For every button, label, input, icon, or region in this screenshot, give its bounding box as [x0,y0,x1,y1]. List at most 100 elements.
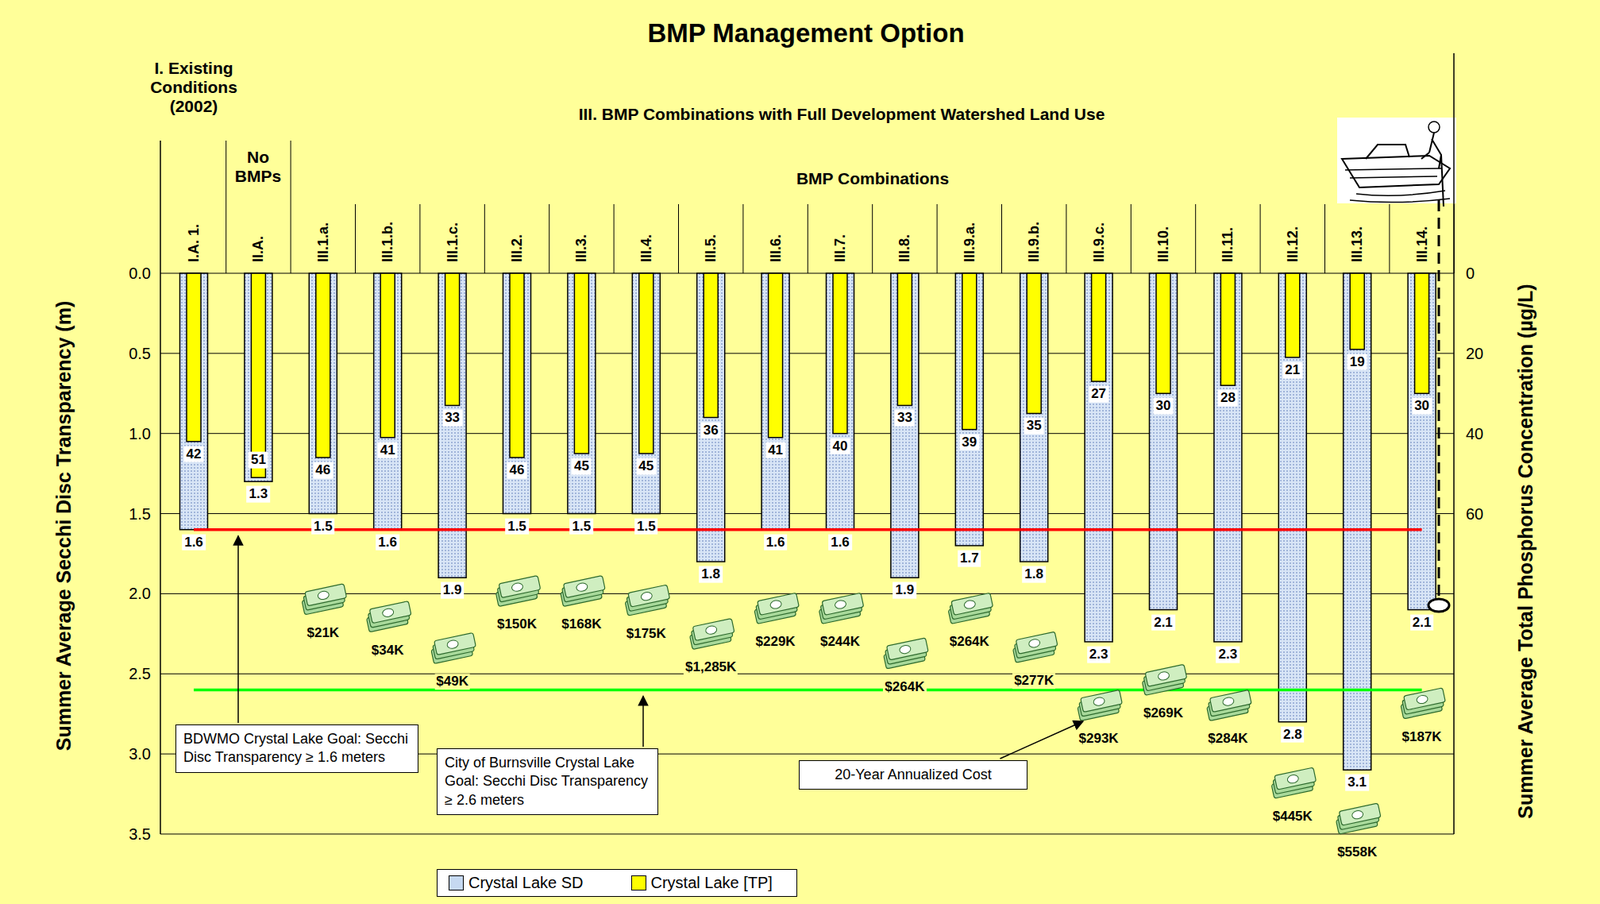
sd-bar [567,273,596,514]
tp-bar [897,273,912,405]
boat-ground [1337,117,1457,204]
cost-label: $277K [1012,672,1056,689]
bill-seal [316,589,330,601]
bill-seal [446,639,459,650]
column-id: III.3. [573,234,590,263]
column-id: III.4. [637,234,655,263]
bill-seal [963,599,976,610]
bill-seal [575,582,589,593]
legend-text: Crystal Lake [TP] [651,873,773,892]
tp-bar [962,273,977,430]
tp-value: 45 [571,458,592,475]
cost-label: $21K [304,624,341,641]
sd-bar [632,273,660,514]
cost-label: $244K [818,633,862,650]
money-icon [493,575,543,607]
sd-value: 1.6 [181,533,206,551]
legend-swatch [631,875,647,891]
bill [434,632,477,655]
leader-arrow [237,535,240,723]
legend-swatch [448,875,464,891]
cost-label: $284K [1206,731,1250,748]
cost-label: $293K [1077,731,1121,748]
column-id: III.8. [896,234,914,263]
tp-value: 36 [701,421,721,439]
column-id: III.1.b. [379,221,397,263]
tick-label: 0.5 [128,343,151,363]
bill-seal [1286,773,1300,784]
callout-text: City of Burnsville Crystal Lake Goal: Se… [444,753,651,810]
sd-bar [438,273,467,578]
bill [498,575,541,598]
cost-label: $269K [1141,705,1185,721]
tp-bar [639,273,654,454]
sd-bar [890,273,919,578]
money-icon [817,592,866,624]
bars [180,273,1437,770]
bill-seal [1415,693,1429,705]
legend-item: Crystal Lake [TP] [631,873,773,892]
legend: Crystal Lake SD Crystal Lake [TP] [436,868,798,897]
gridline [160,352,1454,354]
tick-label: 3.5 [128,824,151,843]
bill [1274,767,1317,790]
money-icon [1399,687,1448,719]
sd-bar [761,273,790,530]
bill [757,592,800,615]
column-divider [1324,204,1326,274]
callout-box: 20-Year Annualized Cost [798,759,1028,790]
bill-seal [381,607,395,618]
bill-seal [1222,696,1235,707]
bill [1210,689,1253,712]
gridline [160,512,1454,514]
tp-bar [445,273,460,405]
sd-bar [955,273,984,546]
tp-bar [703,273,718,418]
bill [563,575,606,598]
tick-label: 20 [1465,343,1484,363]
bill [1403,687,1446,710]
bill [1338,802,1381,826]
tick-label: 3.0 [128,744,151,764]
tick-label: 0.0 [128,264,151,283]
bill-seal [1028,637,1041,648]
column-divider [678,204,679,274]
money-icon [559,575,608,607]
marker-knob [1428,598,1450,612]
boat-illustration [1337,117,1457,207]
callout-text: BDWMO Crystal Lake Goal: Secchi Disc Tra… [183,729,411,768]
cost-label: $229K [754,633,798,650]
sd-bar [503,273,532,514]
sd-value: 1.6 [828,533,853,551]
column-id: III.7. [832,234,849,263]
bill-seal [1092,696,1106,707]
column-id: III.14. [1413,226,1431,263]
gridline [160,832,1454,834]
cost-label: $187K [1400,728,1444,745]
bill [1080,689,1123,712]
tp-value: 28 [1218,389,1238,407]
column-divider [871,204,873,274]
sd-value: 1.3 [246,485,271,503]
person-body [1421,132,1444,207]
bill-seal [1157,670,1171,682]
sd-bar [1214,273,1242,642]
legend-text: Crystal Lake SD [468,873,584,892]
money-icon [429,632,479,664]
tp-value: 35 [1024,417,1045,435]
money-icon [1075,689,1125,721]
axis-title: Summer Average Total Phosphorus Concentr… [1514,265,1538,837]
column-id: III.11. [1219,227,1237,263]
sd-value: 1.5 [311,517,336,535]
tp-value: 33 [442,409,463,427]
cost-label: $49K [434,674,471,691]
cost-label: $445K [1271,808,1315,825]
sd-value: 2.1 [1410,613,1435,631]
column-divider [354,204,356,274]
money-icon [687,618,737,650]
tp-value: 33 [894,409,915,427]
sd-value: 2.1 [1151,613,1176,631]
bill [951,592,994,615]
gridline [160,432,1454,434]
column-id: III.9.a. [960,222,978,263]
